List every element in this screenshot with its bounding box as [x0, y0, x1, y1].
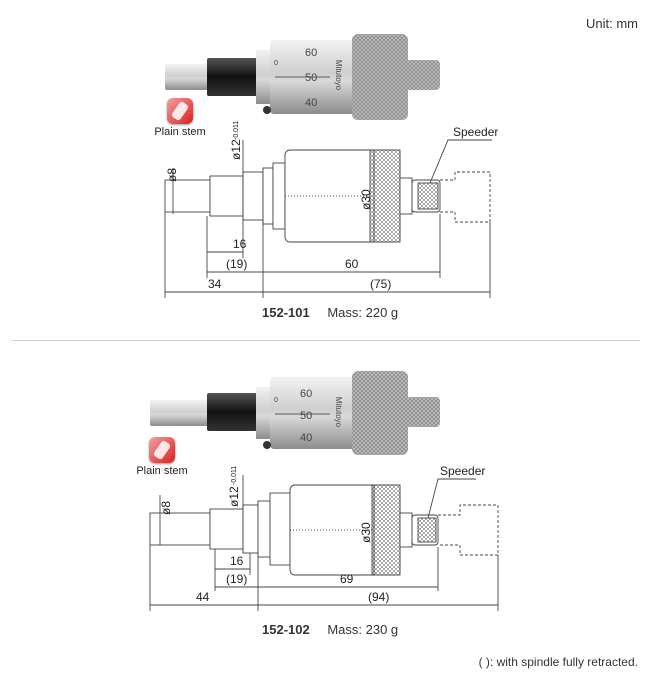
dim-16: 16 — [233, 237, 247, 251]
micrometer-photo: 60 50 40 0 Mitutoyo — [165, 34, 440, 120]
speeder-label: Speeder — [440, 464, 485, 478]
plain-stem-label: Plain stem — [136, 465, 188, 477]
model-number: 152-102 — [262, 622, 310, 637]
scale-60: 60 — [300, 388, 312, 400]
scale-50: 50 — [305, 72, 317, 84]
dimension-drawing — [164, 139, 492, 298]
sleeve-tol-lower: -0.011 — [233, 121, 240, 140]
scale-zero: 0 — [274, 60, 278, 67]
scale-40: 40 — [300, 432, 312, 444]
dim-69: 69 — [340, 572, 354, 586]
dim-19: (19) — [226, 572, 247, 586]
product-1-drawing: 60 50 40 0 Mitutoyo — [164, 34, 498, 298]
plain-stem-badge-2: Plain stem — [132, 437, 192, 477]
thimble-dia: ø30 — [359, 189, 373, 210]
brand-logo: Mitutoyo — [334, 60, 343, 91]
dim-16: 16 — [230, 554, 244, 568]
product-2-drawing: 60 50 40 0 Mitutoyo S — [149, 371, 499, 611]
brand-logo: Mitutoyo — [334, 397, 343, 428]
dim-44: 44 — [196, 590, 210, 604]
dim-19: (19) — [226, 257, 247, 271]
scale-50: 50 — [300, 410, 312, 422]
product-2-caption: 152-102 Mass: 230 g — [262, 622, 398, 637]
sleeve-dia: ø12 — [229, 139, 243, 160]
mass-value: Mass: 220 g — [327, 305, 399, 320]
scale-zero: 0 — [274, 397, 278, 404]
dim-75: (75) — [370, 277, 391, 291]
sleeve-tol-lower: -0.011 — [231, 466, 238, 485]
micrometer-photo: 60 50 40 0 Mitutoyo — [150, 371, 440, 455]
unit-label: Unit: mm — [586, 16, 638, 31]
stem-dia: ø8 — [159, 501, 173, 515]
dim-34: 34 — [208, 277, 222, 291]
scale-60: 60 — [305, 47, 317, 59]
product-1-caption: 152-101 Mass: 220 g — [262, 305, 398, 320]
plain-stem-icon — [149, 437, 175, 463]
thimble-dia: ø30 — [359, 522, 373, 543]
scale-40: 40 — [305, 97, 317, 109]
dimension-drawing — [149, 475, 499, 611]
stem-dia: ø8 — [165, 168, 179, 182]
dim-94: (94) — [368, 590, 389, 604]
dim-60: 60 — [345, 257, 359, 271]
speeder-label: Speeder — [453, 125, 498, 139]
sleeve-dia: ø12 — [227, 486, 241, 507]
plain-stem-label: Plain stem — [154, 126, 206, 138]
section-divider — [12, 340, 640, 341]
mass-value: Mass: 230 g — [327, 622, 399, 637]
plain-stem-badge-1: Plain stem — [150, 98, 210, 138]
model-number: 152-101 — [262, 305, 310, 320]
footnote: ( ): with spindle fully retracted. — [478, 655, 638, 669]
plain-stem-icon — [167, 98, 193, 124]
